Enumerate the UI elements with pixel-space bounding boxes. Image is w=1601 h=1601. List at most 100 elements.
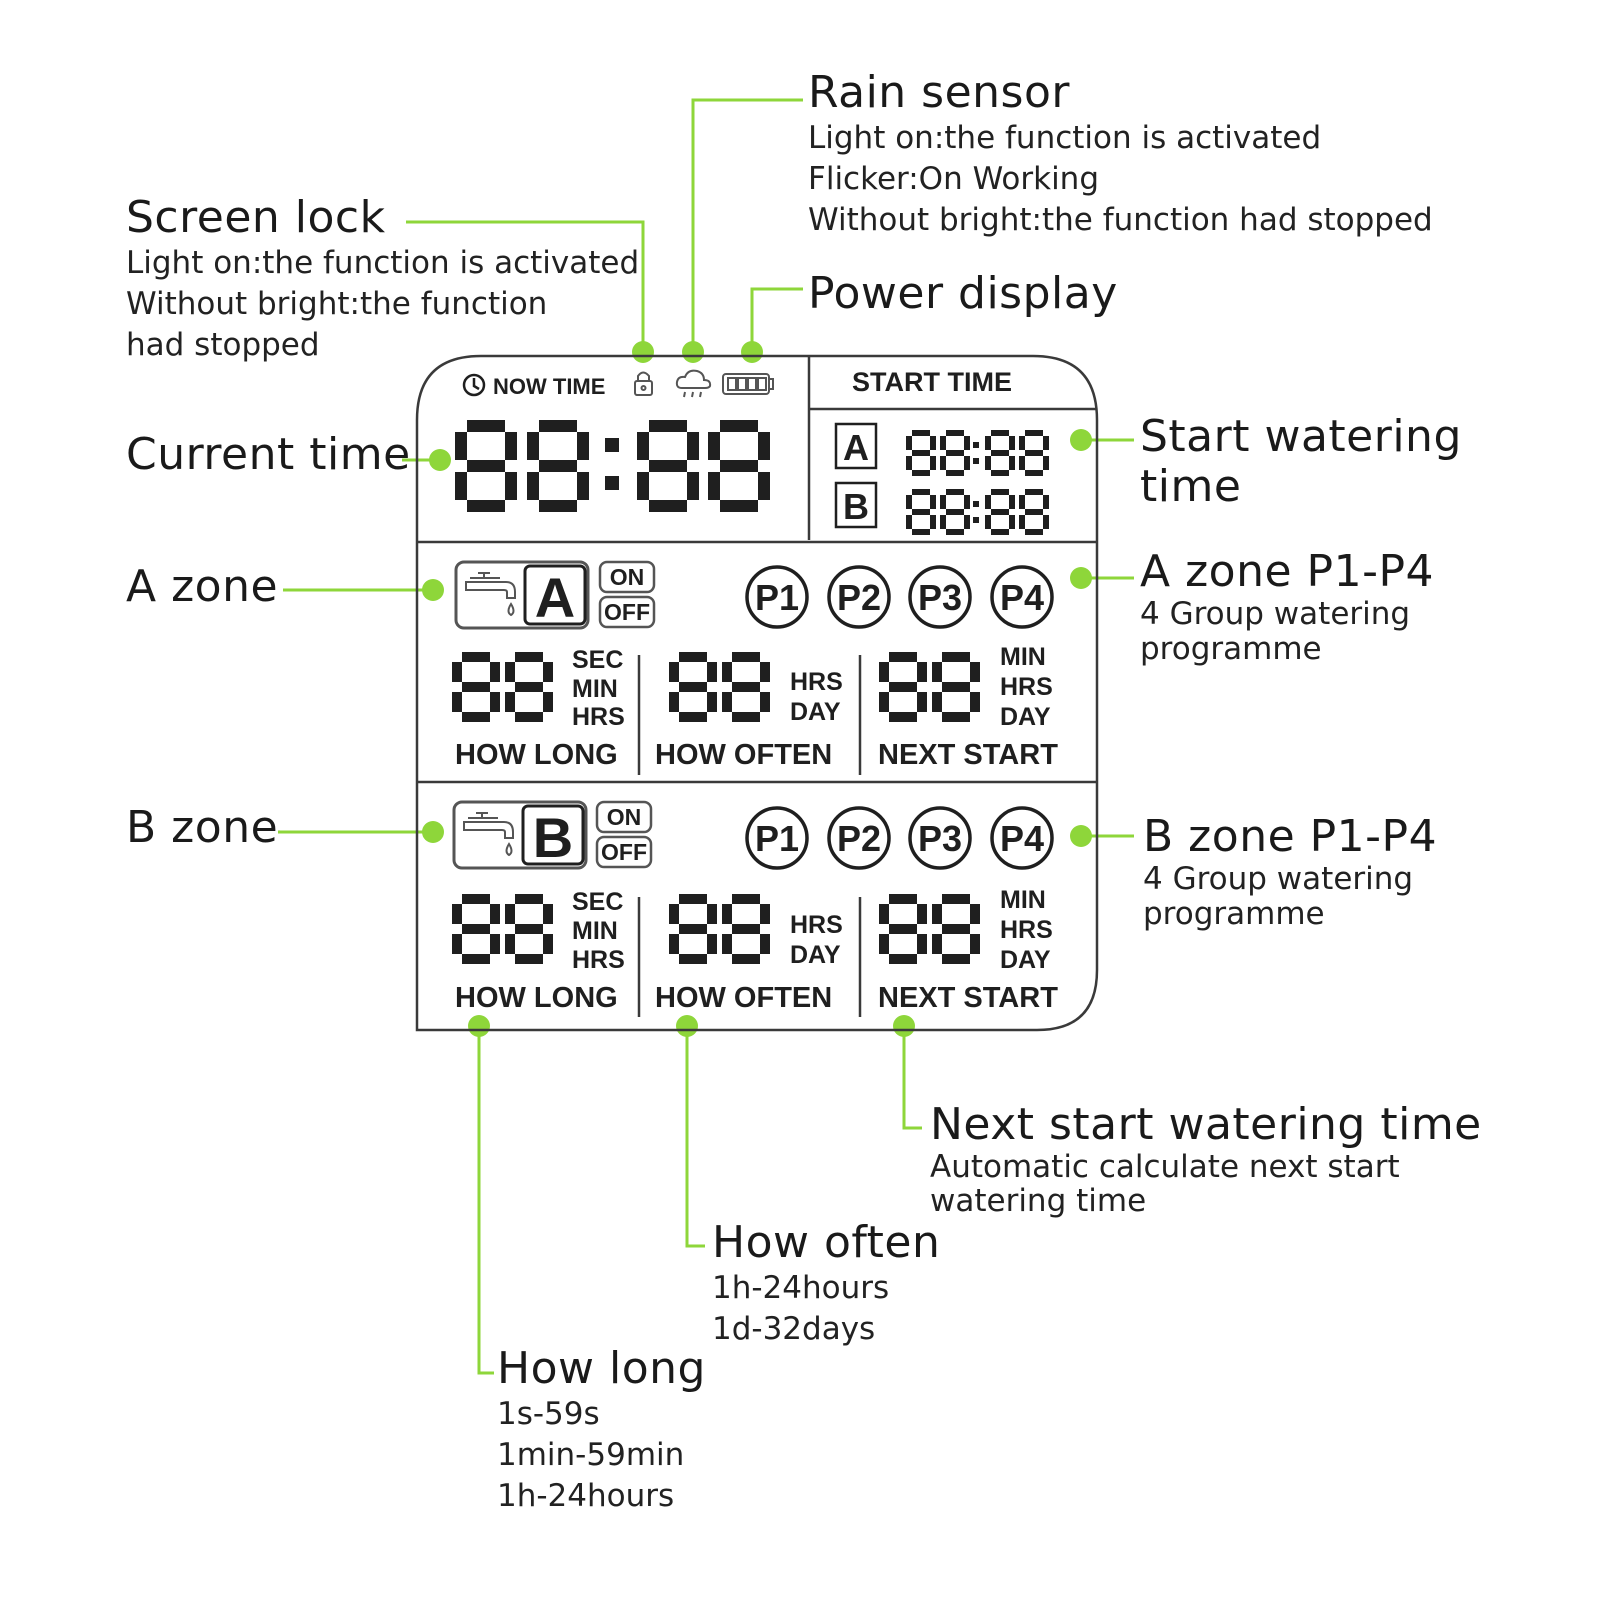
zone-a-program-p4: P4 [990,565,1054,629]
how-long-desc-1: 1s-59s [497,1396,600,1432]
clock-digit-2 [527,420,589,512]
zone-a-units: SEC MIN HRS HRS DAY MIN HRS DAY [572,643,1053,731]
zone-a-programs: P1 P2 P3 P4 [745,565,1054,629]
zone-a-unit-hrs: HRS [572,703,625,731]
clock-colon [605,438,619,490]
zone-a-program-p2-label: P2 [837,577,881,618]
start-time-label: START TIME [852,367,1012,397]
start-digit-b-4 [1019,489,1049,535]
zone-b-next-day: DAY [1000,946,1051,974]
rain-sensor-title: Rain sensor [808,67,1070,118]
start-digit-a-3 [985,430,1015,476]
zone-a-unit-sec: SEC [572,646,623,674]
zone-b-program-p4: P4 [990,806,1054,870]
start-colon-dot [973,458,979,464]
start-watering-title-2: time [1140,461,1242,512]
next-start-callout: Next start watering time Automatic calcu… [930,1099,1482,1219]
b-zone-programs-desc-2: programme [1143,896,1325,932]
zone-b-unit-sec: SEC [572,888,623,916]
zone-a-often-hrs: HRS [790,668,843,696]
how-often-title: How often [712,1217,941,1268]
zone-a-program-p1: P1 [745,565,809,629]
zone-b-next-hrs: HRS [1000,916,1053,944]
start-colon-dot [973,442,979,448]
zone-a-program-p4-label: P4 [1000,577,1044,618]
a-zone-programs-title: A zone P1-P4 [1140,546,1434,597]
how-often-callout: How often 1h-24hours 1d-32days [712,1218,940,1350]
lock-icon [634,371,653,396]
rain-sensor-callout: Rain sensor Light on:the function is act… [808,68,1433,241]
zone-b-columns: HOW LONG HOW OFTEN NEXT START [455,982,1058,1014]
how-long-desc-3: 1h-24hours [497,1478,675,1514]
next-start-title: Next start watering time [930,1099,1482,1150]
next-start-desc-2: watering time [930,1183,1147,1219]
zone-a-off-label: OFF [604,599,650,625]
start-colon-dot [973,501,979,507]
zone-b-program-p3-label: P3 [918,818,962,859]
zone-b-often-day: DAY [790,941,841,969]
leader-next-start [902,1026,922,1130]
zone-a-how-long-label: HOW LONG [455,739,618,771]
start-digit-a-1 [906,430,936,476]
start-watering-title-1: Start watering [1140,411,1462,462]
screen-lock-desc-1: Light on:the function is activated [126,245,640,281]
dot-current-time [429,449,451,471]
zone-b-how-long-label: HOW LONG [455,982,618,1014]
screen-lock-desc-2: Without bright:the function [126,286,548,322]
start-zone-a-box: A [834,422,878,470]
leader-how-long [477,1026,494,1375]
how-long-title: How long [497,1343,706,1394]
zone-a-how-long-d1 [452,652,500,722]
rain-sensor-desc-2: Flicker:On Working [808,161,1100,197]
zone-b-next-min: MIN [1000,886,1046,914]
screen-lock-title: Screen lock [126,192,386,243]
b-zone-callout: B zone [126,803,278,853]
dot-next-start [893,1015,915,1037]
b-zone-programs-callout: B zone P1-P4 4 Group watering programme [1143,812,1437,932]
zone-digits [452,652,980,964]
zone-a-program-p1-label: P1 [755,577,799,618]
a-zone-programs-callout: A zone P1-P4 4 Group watering programme [1140,547,1434,667]
dot-b-zone [422,821,444,843]
start-digit-b-1 [906,489,936,535]
zone-a-how-often-d1 [669,652,717,722]
zone-a-next-hrs: HRS [1000,673,1053,701]
leader-rain-sensor [691,98,803,350]
dot-screen-lock [632,341,654,363]
dot-b-zone-programs [1070,825,1092,847]
start-zone-a-letter: A [843,427,869,468]
zone-b-unit-hrs: HRS [572,946,625,974]
dot-a-zone-programs [1070,567,1092,589]
zone-a-how-often-d2 [722,652,770,722]
zone-a-next-start-d2 [932,652,980,722]
zone-b-next-start-d2 [932,894,980,964]
how-long-desc-2: 1min-59min [497,1437,685,1473]
zone-b-units: SEC MIN HRS HRS DAY MIN HRS DAY [572,886,1053,974]
current-time-title: Current time [126,429,411,480]
dot-how-often [676,1015,698,1037]
dot-power-display [741,341,763,363]
start-digit-b-3 [985,489,1015,535]
clock-icon [462,373,486,397]
zone-a-on-label: ON [610,564,645,590]
zone-b-how-long-d1 [452,894,500,964]
leader-screen-lock [406,220,645,350]
b-zone-programs-desc-1: 4 Group watering [1143,861,1414,897]
how-often-desc-1: 1h-24hours [712,1270,890,1306]
zone-b-program-p3: P3 [908,806,972,870]
how-long-callout: How long 1s-59s 1min-59min 1h-24hours [497,1344,706,1517]
a-zone-callout: A zone [126,562,278,612]
dot-start-watering [1070,429,1092,451]
screen-lock-callout: Screen lock Light on:the function is act… [126,193,639,366]
a-zone-title: A zone [126,561,279,612]
zone-b-often-hrs: HRS [790,911,843,939]
zone-a-how-long-d2 [505,652,553,722]
zone-a-next-start-label: NEXT START [878,739,1058,771]
start-watering-callout: Start watering time [1140,412,1462,512]
a-zone-programs-desc-1: 4 Group watering [1140,596,1411,632]
a-zone-programs-desc-2: programme [1140,631,1322,667]
current-time-callout: Current time [126,430,411,480]
dot-how-long [468,1015,490,1037]
leader-lines [278,98,1134,1375]
